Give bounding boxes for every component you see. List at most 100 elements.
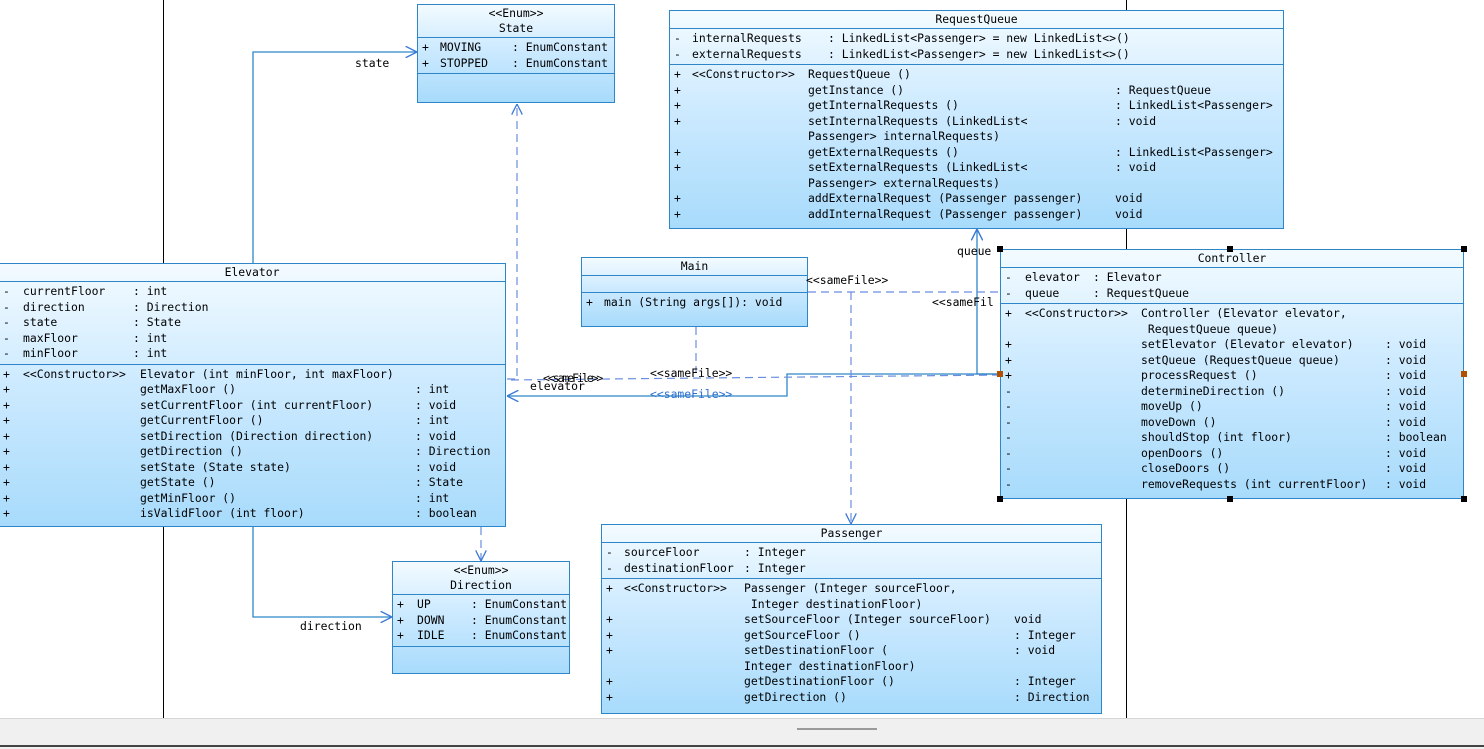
selection-handle[interactable] [1227,246,1233,252]
visibility-marker: - [3,299,10,314]
class-request-queue-name: RequestQueue [935,12,1018,26]
operation-row: +setQueue (RequestQueue queue): void [1005,353,1459,369]
operation-row: Integer destinationFloor) [606,659,1097,675]
visibility-marker: + [606,643,613,657]
selection-handle[interactable] [1227,496,1233,502]
visibility-marker: + [3,475,10,489]
bottom-scroll-area[interactable] [0,718,1484,749]
selection-handle[interactable] [997,496,1003,502]
operation-return-type: : int [415,413,450,427]
selection-handle[interactable] [1461,371,1467,377]
class-state-name: State [498,21,534,35]
operation-return-type: : void [1385,414,1427,429]
label-samefile-main-passenger: <<sameFile>> [806,273,889,287]
operation-row: Passenger> internalRequests) [674,129,1279,145]
visibility-marker: - [1005,430,1012,444]
operation-signature: setState (State state) [140,459,291,474]
attribute-type: : EnumConstant [471,612,568,627]
class-direction[interactable]: <<Enum>> Direction +UP : EnumConstant+DO… [392,561,570,674]
assoc-controller-elevator[interactable] [507,373,1000,396]
selection-handle[interactable] [997,246,1003,252]
attribute-row: +DOWN : EnumConstant [397,612,568,629]
attribute-name: sourceFloor [624,545,734,559]
label-samefile-overlap: <<sameFile>> [543,371,603,385]
operation-stereotype: <<Constructor>> [692,67,795,81]
selection-handle[interactable] [1461,496,1467,502]
visibility-marker: - [674,46,681,61]
attribute-row: -maxFloor: int [3,331,501,347]
class-passenger[interactable]: Passenger -sourceFloor : Integer-destina… [601,524,1102,714]
visibility-marker: + [397,628,404,642]
visibility-marker: + [606,581,613,595]
operation-row: +getInternalRequests (): LinkedList<Pass… [674,98,1279,114]
operation-signature: RequestQueue () [808,67,911,81]
selection-handle[interactable] [1461,246,1467,252]
operation-row: +getMinFloor (): int [3,491,501,507]
operation-row: +setElevator (Elevator elevator): void [1005,337,1459,353]
class-elevator[interactable]: Elevator -currentFloor: int-direction: D… [0,263,506,527]
visibility-marker: + [1005,368,1012,382]
label-elevator: elevator [530,379,585,393]
resize-grip-icon[interactable] [797,728,877,730]
visibility-marker: + [422,40,429,54]
assoc-elevator-state[interactable] [252,52,417,263]
operation-return-type: : boolean [415,506,477,520]
operation-signature: getSourceFloor () [744,627,861,642]
operation-row: +setDestinationFloor (: void [606,643,1097,659]
visibility-marker: + [3,366,10,381]
attribute-row: -destinationFloor: Integer [606,561,1097,577]
class-main[interactable]: Main +main (String args[]): void [581,257,808,327]
operation-return-type: : void [415,397,457,412]
visibility-marker: + [674,98,681,112]
operation-signature: addInternalRequest (Passenger passenger) [808,206,1083,221]
assoc-elevator-direction[interactable] [252,527,392,617]
operation-signature: Passenger> internalRequests) [808,129,1001,143]
visibility-marker: - [1005,270,1012,284]
operation-return-type: : boolean [1385,430,1447,444]
assoc-controller-queue[interactable] [977,229,1000,375]
operation-row: +getCurrentFloor (): int [3,413,501,429]
operation-signature: moveDown () [1141,414,1217,429]
visibility-marker: + [397,597,404,611]
attribute-type: : Integer [744,545,806,559]
visibility-marker: + [3,428,10,443]
visibility-marker: + [1005,337,1012,351]
label-samefile-controller: <<sameFil [932,295,994,309]
class-passenger-attrs: -sourceFloor : Integer-destinationFloor:… [602,543,1101,579]
visibility-marker: - [1005,399,1012,413]
operation-row: -moveDown (): void [1005,415,1459,431]
operation-row: +setExternalRequests (LinkedList<: void [674,160,1279,176]
class-elevator-name: Elevator [224,265,280,279]
operation-signature: getDirection () [140,444,243,458]
visibility-marker: + [3,382,10,396]
class-request-queue-header: RequestQueue [670,11,1283,29]
operation-signature: setQueue (RequestQueue queue) [1141,352,1340,367]
class-request-queue[interactable]: RequestQueue -internalRequests: LinkedLi… [669,10,1284,229]
visibility-marker: - [1005,383,1012,398]
operation-return-type: : void [415,459,457,474]
attribute-row: +UP : EnumConstant [397,597,567,613]
operation-return-type: void [1115,191,1143,205]
operation-signature: isValidFloor (int floor) [140,506,305,520]
dep-elevator-state[interactable] [507,104,517,380]
operation-row: -determineDirection (): void [1005,384,1459,400]
class-passenger-name: Passenger [820,526,883,540]
operation-row: +processRequest (): void [1005,368,1459,384]
class-controller[interactable]: Controller -elevator: Elevator-queue: Re… [1000,249,1464,499]
operation-row: +setState (State state): void [3,460,501,476]
attribute-row: -minFloor: int [3,346,501,362]
visibility-marker: + [674,144,681,159]
visibility-marker: + [3,397,10,412]
operation-row: +addInternalRequest (Passenger passenger… [674,207,1279,223]
operation-row: -openDoors (): void [1005,446,1459,462]
class-main-name: Main [680,259,709,273]
class-state[interactable]: <<Enum>> State +MOVING : EnumConstant+ST… [417,4,615,103]
operation-row: -removeRequests (int currentFloor): void [1005,477,1459,493]
selection-handle[interactable] [997,371,1003,377]
operation-return-type: : void [1385,476,1427,491]
dep-controller-elevator[interactable] [507,374,1001,381]
attribute-type: : int [133,330,168,345]
operation-signature: RequestQueue queue) [1141,321,1279,336]
